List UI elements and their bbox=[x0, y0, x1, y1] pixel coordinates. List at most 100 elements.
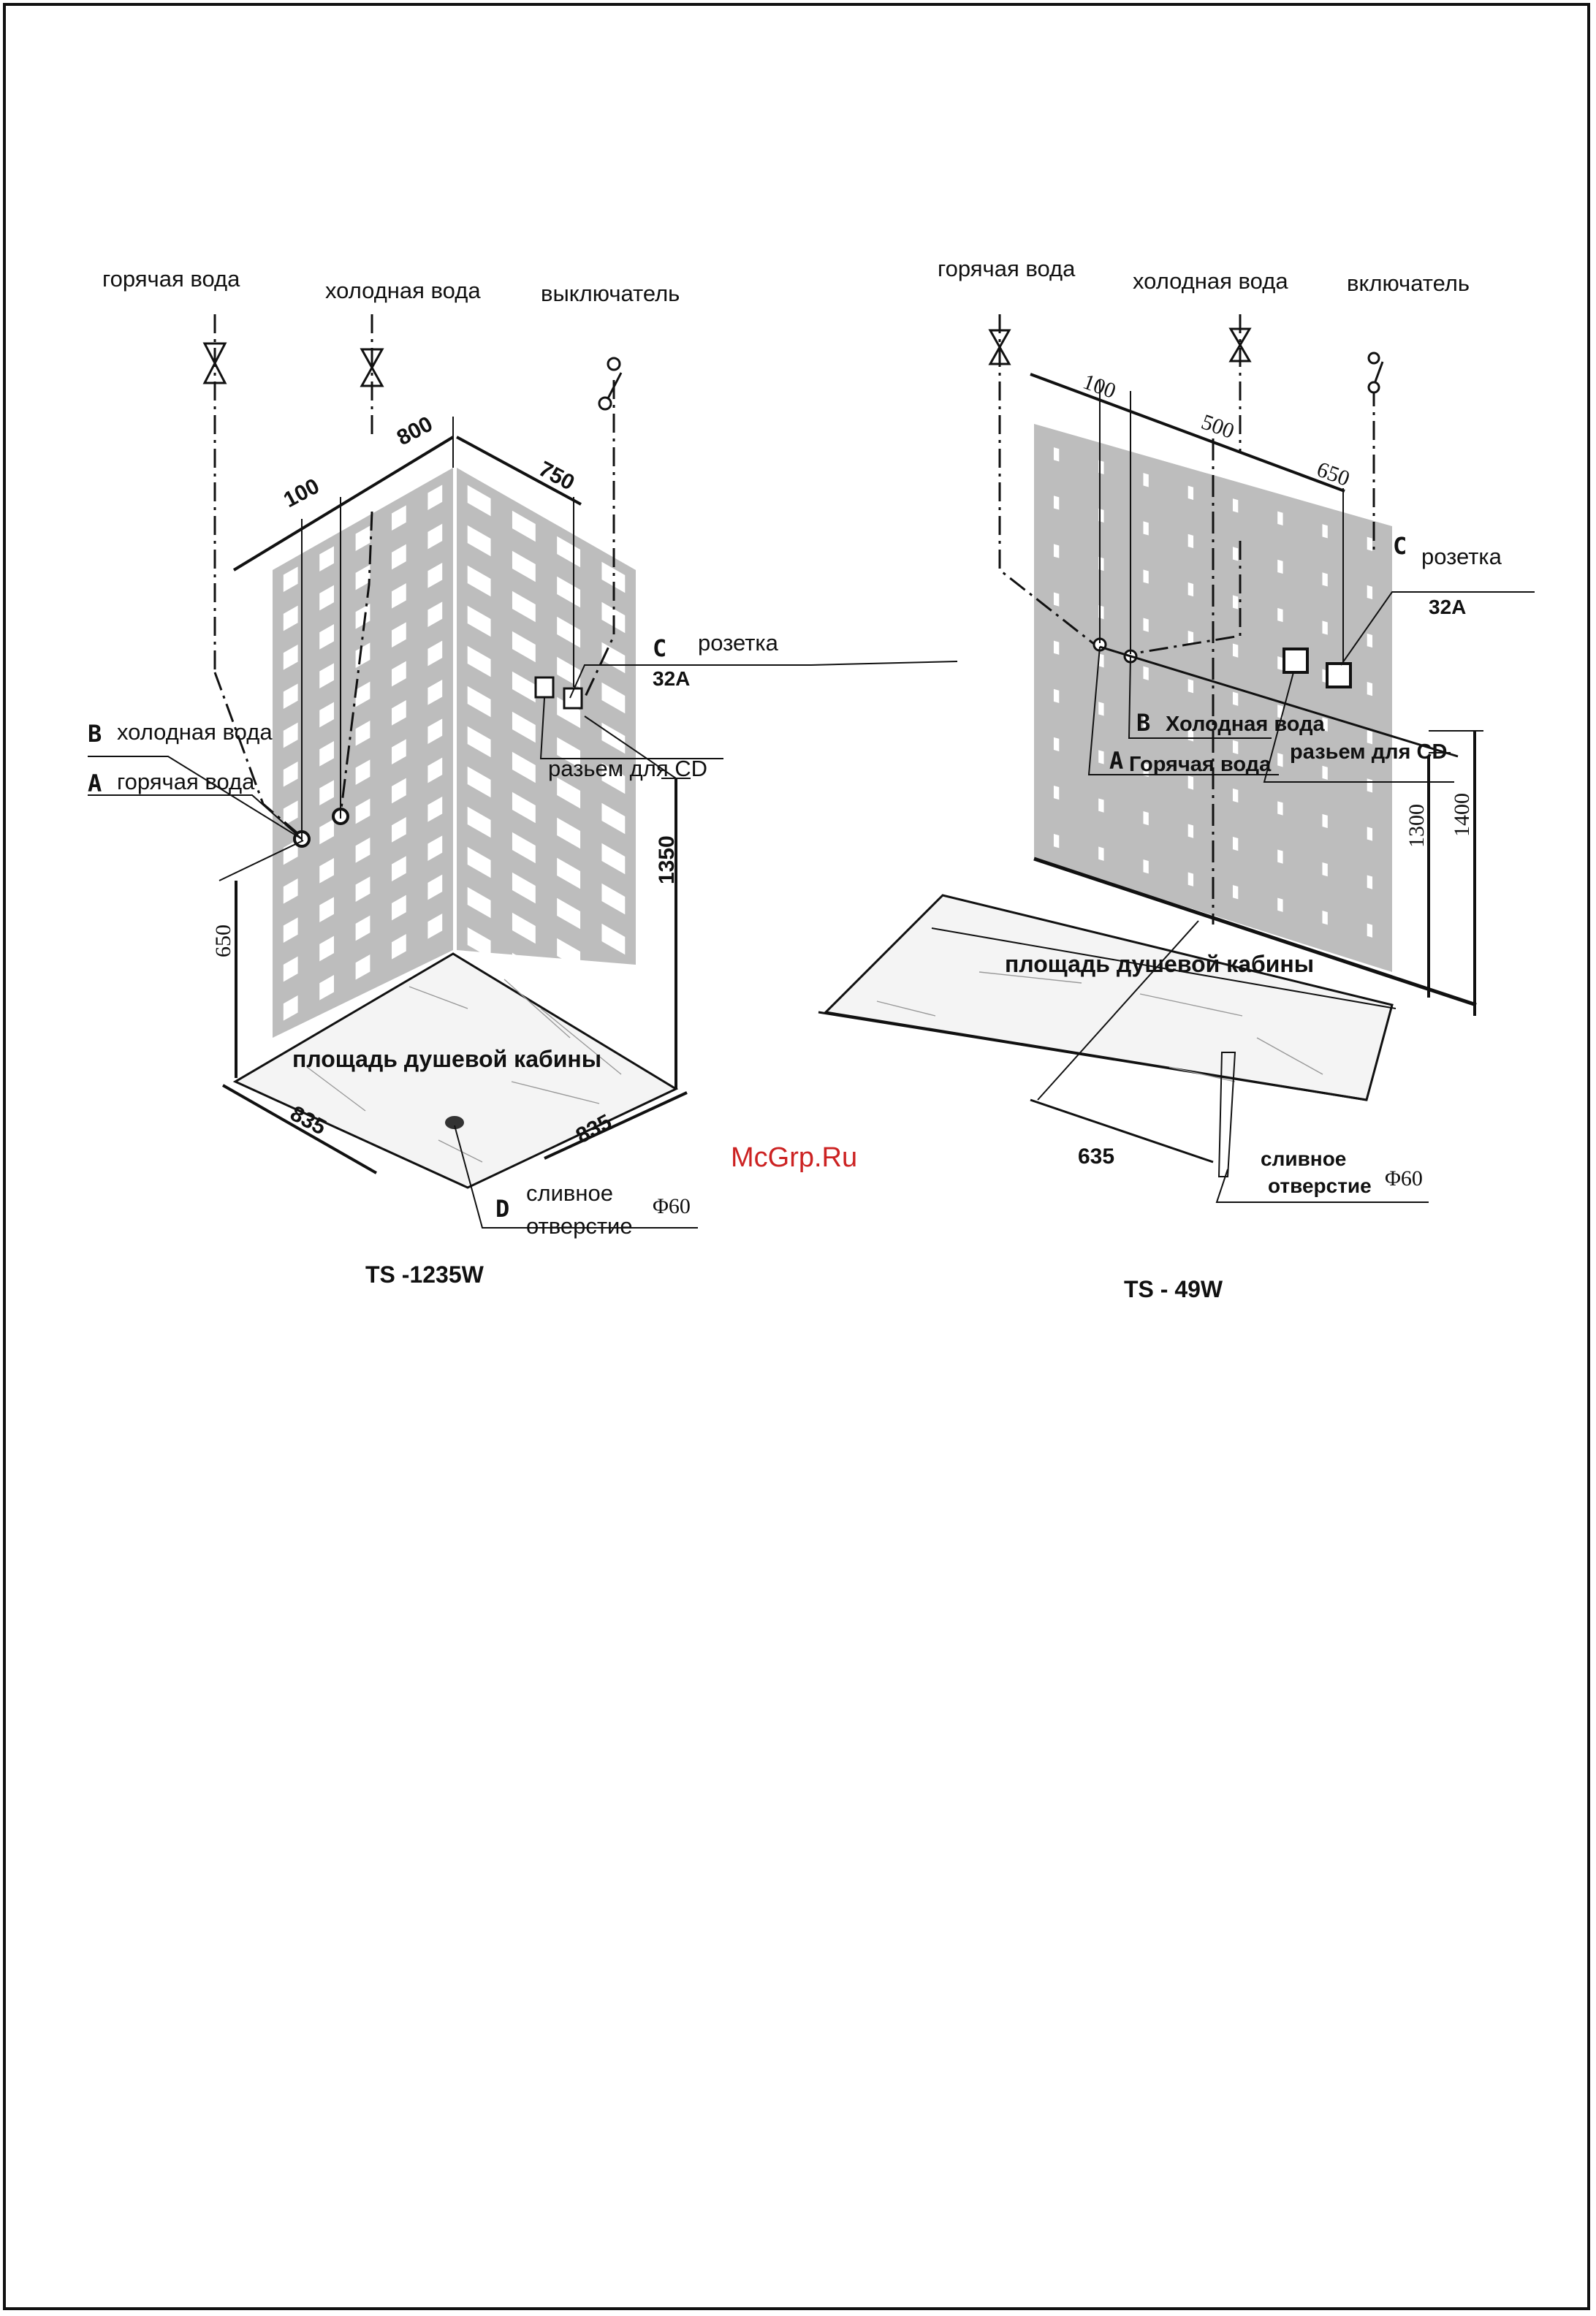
left-callout-d-phi: Φ60 bbox=[653, 1194, 691, 1218]
left-callout-cd-text: разьем для CD bbox=[548, 756, 707, 781]
wall-tile bbox=[557, 656, 581, 688]
left-dim-800: 800 bbox=[393, 412, 437, 451]
wall-tile bbox=[512, 550, 536, 582]
left-floor bbox=[232, 952, 679, 1189]
left-leader-c bbox=[569, 664, 811, 699]
left-floor-texture bbox=[306, 979, 622, 1163]
right-leader-a bbox=[1087, 646, 1279, 775]
right-leader-c bbox=[1340, 591, 1535, 666]
wall-tile bbox=[467, 605, 491, 637]
left-wall-left-panel bbox=[273, 468, 453, 1038]
wall-tile bbox=[1098, 702, 1104, 716]
wall-tile bbox=[1098, 798, 1104, 813]
wall-tile bbox=[1188, 534, 1194, 549]
wall-tile bbox=[1143, 666, 1149, 680]
wall-tile bbox=[392, 700, 406, 726]
wall-tile bbox=[557, 938, 581, 970]
wall-tile bbox=[467, 525, 491, 557]
wall-tile bbox=[1232, 788, 1239, 803]
wall-tile bbox=[428, 640, 443, 667]
wall-tile bbox=[512, 631, 536, 663]
left-switch-icon bbox=[598, 357, 623, 411]
wall-tile bbox=[392, 817, 406, 843]
wall-tile bbox=[319, 546, 334, 572]
right-callout-d-text2: отверстие bbox=[1268, 1174, 1372, 1197]
wall-tile bbox=[601, 722, 626, 754]
left-leader-a bbox=[88, 794, 303, 840]
right-label-hot-water: горячая вода bbox=[938, 256, 1076, 281]
wall-tile bbox=[1143, 714, 1149, 729]
wall-tile bbox=[283, 839, 298, 865]
wall-tile bbox=[355, 525, 370, 551]
page-frame bbox=[3, 3, 1590, 2310]
right-leader-cd bbox=[1263, 672, 1454, 783]
left-wall-right-panel bbox=[457, 468, 636, 965]
left-diagram: горячая вода холодная вода выключатель 8… bbox=[88, 266, 958, 1288]
wall-tile bbox=[1322, 620, 1328, 635]
wall-tile bbox=[319, 624, 334, 650]
right-dim-line-635 bbox=[1030, 1098, 1214, 1163]
wall-tile bbox=[355, 915, 370, 941]
right-leader-d bbox=[1215, 1169, 1429, 1203]
wall-tile bbox=[319, 897, 334, 922]
right-model-label: TS - 49W bbox=[1124, 1276, 1223, 1302]
wall-tile bbox=[428, 874, 443, 900]
wall-tile bbox=[355, 759, 370, 785]
wall-tile bbox=[512, 711, 536, 743]
wall-tile bbox=[1232, 691, 1239, 706]
wall-tile bbox=[1232, 498, 1239, 513]
left-dim-line-835b bbox=[544, 1091, 688, 1160]
right-label-switch: включатель bbox=[1347, 270, 1470, 296]
wall-tile bbox=[319, 585, 334, 611]
wall-tile bbox=[283, 605, 298, 631]
right-switch-icon bbox=[1367, 352, 1384, 394]
left-leader-b bbox=[88, 756, 303, 840]
wall-tile bbox=[1367, 633, 1373, 648]
wall-tile bbox=[1232, 836, 1239, 851]
wall-tile bbox=[355, 798, 370, 824]
left-switch-wire bbox=[583, 380, 615, 699]
left-drain-icon bbox=[445, 1116, 464, 1129]
left-callout-d-text2: отверстие bbox=[526, 1213, 633, 1239]
left-callout-c-text: розетка bbox=[698, 630, 779, 656]
left-dim-1350: 1350 bbox=[655, 835, 679, 884]
wall-tile bbox=[428, 914, 443, 939]
wall-tile bbox=[1098, 750, 1104, 764]
wall-tile bbox=[319, 975, 334, 1001]
wall-tile bbox=[512, 671, 536, 703]
wall-tile bbox=[1367, 536, 1373, 551]
wall-tile bbox=[392, 622, 406, 648]
wall-tile bbox=[355, 604, 370, 629]
right-callout-b-letter: B bbox=[1136, 709, 1150, 737]
wall-tile bbox=[467, 686, 491, 718]
wall-tile bbox=[1322, 911, 1328, 925]
wall-tile bbox=[557, 857, 581, 889]
left-dim-line-800 bbox=[232, 436, 455, 572]
right-area-label: площадь душевой кабины bbox=[1005, 951, 1314, 977]
wall-tile bbox=[392, 661, 406, 687]
wall-tile bbox=[1232, 885, 1239, 900]
wall-tile bbox=[428, 485, 443, 510]
left-dim-650: 650 bbox=[211, 924, 235, 957]
right-cd-socket-icon bbox=[1282, 648, 1309, 674]
wall-tile bbox=[355, 838, 370, 863]
right-callout-d-text1: сливное bbox=[1261, 1147, 1346, 1170]
right-diagram: горячая вода холодная вода включатель 10… bbox=[818, 256, 1535, 1302]
wall-tile bbox=[319, 780, 334, 805]
wall-tile bbox=[1143, 521, 1149, 536]
wall-tile bbox=[1188, 485, 1194, 500]
right-floor-texture bbox=[876, 971, 1323, 1082]
watermark-text: McGrp.Ru bbox=[731, 1142, 857, 1173]
wall-tile bbox=[319, 935, 334, 962]
wall-tile bbox=[557, 737, 581, 769]
right-callout-cd-text: разьем для CD bbox=[1290, 740, 1447, 764]
wall-tile bbox=[1188, 872, 1194, 886]
wall-tile bbox=[283, 917, 298, 943]
left-leader-cd bbox=[539, 697, 723, 759]
wall-tile bbox=[467, 806, 491, 838]
wall-tile bbox=[557, 897, 581, 930]
left-callout-b-text: холодная вода bbox=[117, 719, 273, 745]
wall-tile bbox=[512, 510, 536, 542]
wall-tile bbox=[1232, 595, 1239, 610]
